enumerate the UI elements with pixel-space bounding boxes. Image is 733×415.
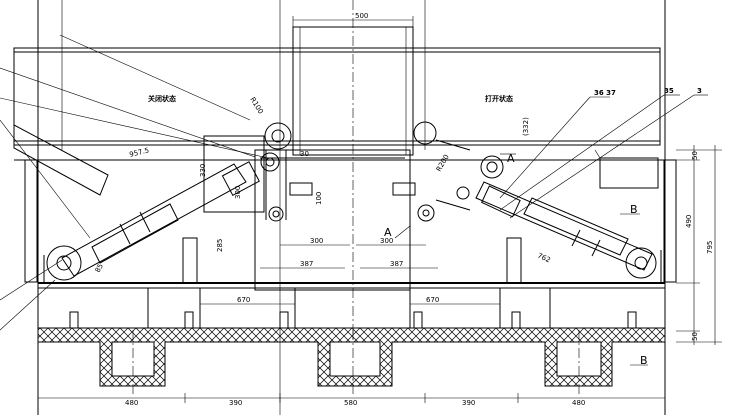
dim-670-right: 670: [426, 296, 439, 304]
dim-285: 285: [216, 239, 224, 252]
dim-387-right: 387: [390, 260, 403, 268]
mid-dims: 670 670 387 387 300 300: [200, 237, 500, 305]
dim-387-left: 387: [300, 260, 313, 268]
left-upper-hinge: [260, 122, 292, 222]
dim-500-text: 500: [355, 12, 368, 20]
dim-300-right: 300: [380, 237, 393, 245]
dim-85: 85: [94, 262, 105, 274]
leader-lines: [0, 34, 708, 331]
open-state-label: 打开状态: [485, 94, 513, 103]
dim-762: 762: [536, 252, 552, 265]
dim-480-left: 480: [125, 399, 138, 407]
dim-480-right: 480: [572, 399, 585, 407]
dim-332: (332): [522, 117, 530, 136]
dim-300-small: 300: [234, 186, 242, 199]
part-35: 35: [664, 87, 674, 95]
dim-330: 330: [199, 164, 207, 177]
vertical-dims: 50 490 795 50: [676, 145, 722, 345]
section-markers: A A B B: [384, 152, 648, 367]
dim-50-bottom: 50: [691, 332, 699, 341]
dim-390-left: 390: [229, 399, 242, 407]
dim-50-top: 50: [691, 151, 699, 160]
closed-state-label: 关闭状态: [148, 94, 176, 103]
dim-30: 30: [300, 150, 309, 158]
section-b-mark-top: B: [630, 203, 638, 216]
dim-390-right: 390: [462, 399, 475, 407]
dim-r200: R200: [435, 153, 451, 173]
bottom-dims: 480 390 580 390 480: [37, 393, 666, 407]
dim-957: 957.5: [129, 146, 150, 159]
part-3: 3: [697, 87, 702, 95]
dim-795: 795: [706, 241, 714, 254]
dim-490: 490: [685, 215, 693, 228]
side-plates: [13, 124, 659, 196]
left-cylinder: [43, 161, 260, 282]
dim-r100: R100: [248, 96, 264, 116]
section-a-mark-right: A: [507, 152, 515, 165]
right-cylinder: [475, 181, 662, 282]
section-b-mark-bottom: B: [640, 354, 648, 367]
dim-100: 100: [315, 192, 323, 205]
dim-500: 500: [292, 12, 414, 27]
part-numbers: 36 37 35 3: [594, 87, 702, 97]
center-marks: [132, 330, 580, 395]
dim-300-left: 300: [310, 237, 323, 245]
part-36-37: 36 37: [594, 89, 616, 97]
right-hinge: [413, 121, 504, 222]
section-a-mark-center: A: [384, 226, 392, 239]
support-columns: [14, 159, 677, 284]
right-small-dims: R200 (332) 762: [435, 117, 552, 265]
center-gate: [203, 135, 471, 291]
hopper-plates: [13, 0, 661, 380]
dim-580: 580: [344, 399, 357, 407]
dim-670-left: 670: [237, 296, 250, 304]
